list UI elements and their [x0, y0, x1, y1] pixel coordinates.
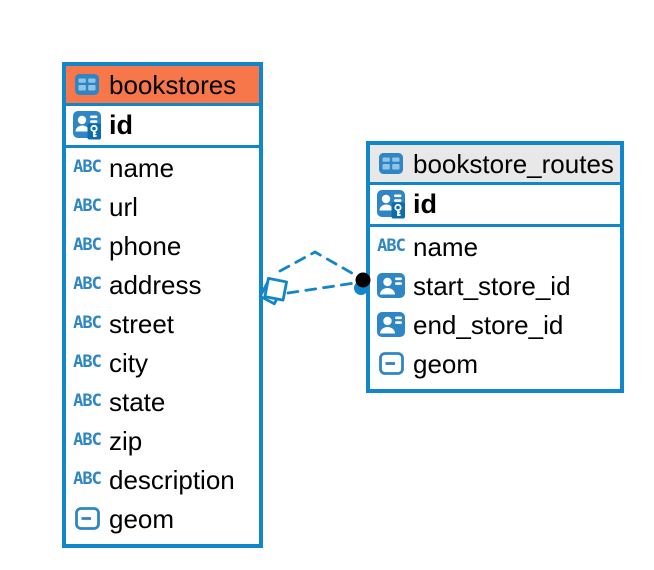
text-type-icon: ABC — [73, 391, 102, 411]
relationship-marker-stacked-squares[interactable] — [258, 277, 288, 306]
column-name: start_store_id — [413, 270, 571, 301]
column-row-url[interactable]: ABC url — [66, 187, 259, 226]
column-name: end_store_id — [413, 309, 564, 340]
text-type-icon: ABC — [73, 196, 102, 216]
table-icon — [75, 74, 99, 95]
primary-key-icon — [377, 190, 405, 219]
type-icon-cell: ABC — [375, 238, 407, 255]
text-type-icon: ABC — [73, 313, 102, 333]
column-row-description[interactable]: ABC description — [66, 460, 259, 499]
column-row-geom[interactable]: geom — [370, 344, 620, 383]
column-row-zip[interactable]: ABC zip — [66, 421, 259, 460]
column-name: id — [109, 110, 133, 140]
type-icon-cell: ABC — [71, 393, 103, 410]
table-icon-cell — [71, 74, 103, 95]
text-type-icon: ABC — [73, 469, 102, 489]
column-row-start_store_id[interactable]: start_store_id — [370, 266, 620, 305]
type-icon-cell — [375, 352, 407, 375]
reference-type-icon — [377, 312, 405, 337]
column-row-end_store_id[interactable]: end_store_id — [370, 305, 620, 344]
geometry-type-icon — [378, 352, 404, 375]
text-type-icon: ABC — [73, 430, 102, 450]
table-title: bookstores — [109, 69, 237, 100]
column-name: geom — [109, 503, 175, 534]
column-row-city[interactable]: ABC city — [66, 343, 259, 382]
table-header-bookstore-routes[interactable]: bookstore_routes — [370, 145, 620, 185]
column-row-id[interactable]: id — [370, 185, 620, 227]
type-icon-cell — [375, 273, 407, 298]
text-type-icon: ABC — [73, 235, 102, 255]
column-name: zip — [109, 425, 143, 456]
column-row-id[interactable]: id — [66, 106, 259, 148]
pk-icon-cell — [375, 190, 407, 219]
column-row-address[interactable]: ABC address — [66, 265, 259, 304]
table-header-bookstores[interactable]: bookstores — [66, 66, 259, 106]
column-name: phone — [109, 230, 182, 261]
type-icon-cell: ABC — [71, 354, 103, 371]
type-icon-cell: ABC — [71, 432, 103, 449]
column-name: street — [109, 308, 175, 339]
column-row-street[interactable]: ABC street — [66, 304, 259, 343]
column-name: name — [109, 152, 175, 183]
column-name: url — [109, 191, 138, 222]
type-icon-cell: ABC — [71, 237, 103, 254]
relationship-line-1[interactable] — [278, 250, 359, 278]
text-type-icon: ABC — [73, 274, 102, 294]
column-row-name[interactable]: ABC name — [66, 148, 259, 187]
table-icon-cell — [375, 153, 407, 174]
column-name: address — [109, 269, 202, 300]
column-name: id — [413, 189, 437, 219]
geometry-type-icon — [74, 507, 100, 530]
type-icon-cell: ABC — [71, 276, 103, 293]
reference-type-icon — [377, 273, 405, 298]
text-type-icon: ABC — [377, 236, 406, 256]
column-row-state[interactable]: ABC state — [66, 382, 259, 421]
type-icon-cell: ABC — [71, 471, 103, 488]
table-icon — [379, 153, 403, 174]
type-icon-cell: ABC — [71, 159, 103, 176]
primary-key-icon — [73, 111, 101, 140]
text-type-icon: ABC — [73, 157, 102, 177]
type-icon-cell: ABC — [71, 315, 103, 332]
table-title: bookstore_routes — [413, 148, 614, 179]
type-icon-cell — [71, 507, 103, 530]
column-name: state — [109, 386, 166, 417]
column-name: description — [109, 464, 235, 495]
column-row-geom[interactable]: geom — [66, 499, 259, 538]
column-row-name[interactable]: ABC name — [370, 227, 620, 266]
relationship-line-2[interactable] — [286, 281, 357, 295]
column-name: city — [109, 347, 148, 378]
column-name: geom — [413, 348, 479, 379]
text-type-icon: ABC — [73, 352, 102, 372]
column-row-phone[interactable]: ABC phone — [66, 226, 259, 265]
column-name: name — [413, 231, 479, 262]
type-icon-cell — [375, 312, 407, 337]
pk-icon-cell — [71, 111, 103, 140]
type-icon-cell: ABC — [71, 198, 103, 215]
